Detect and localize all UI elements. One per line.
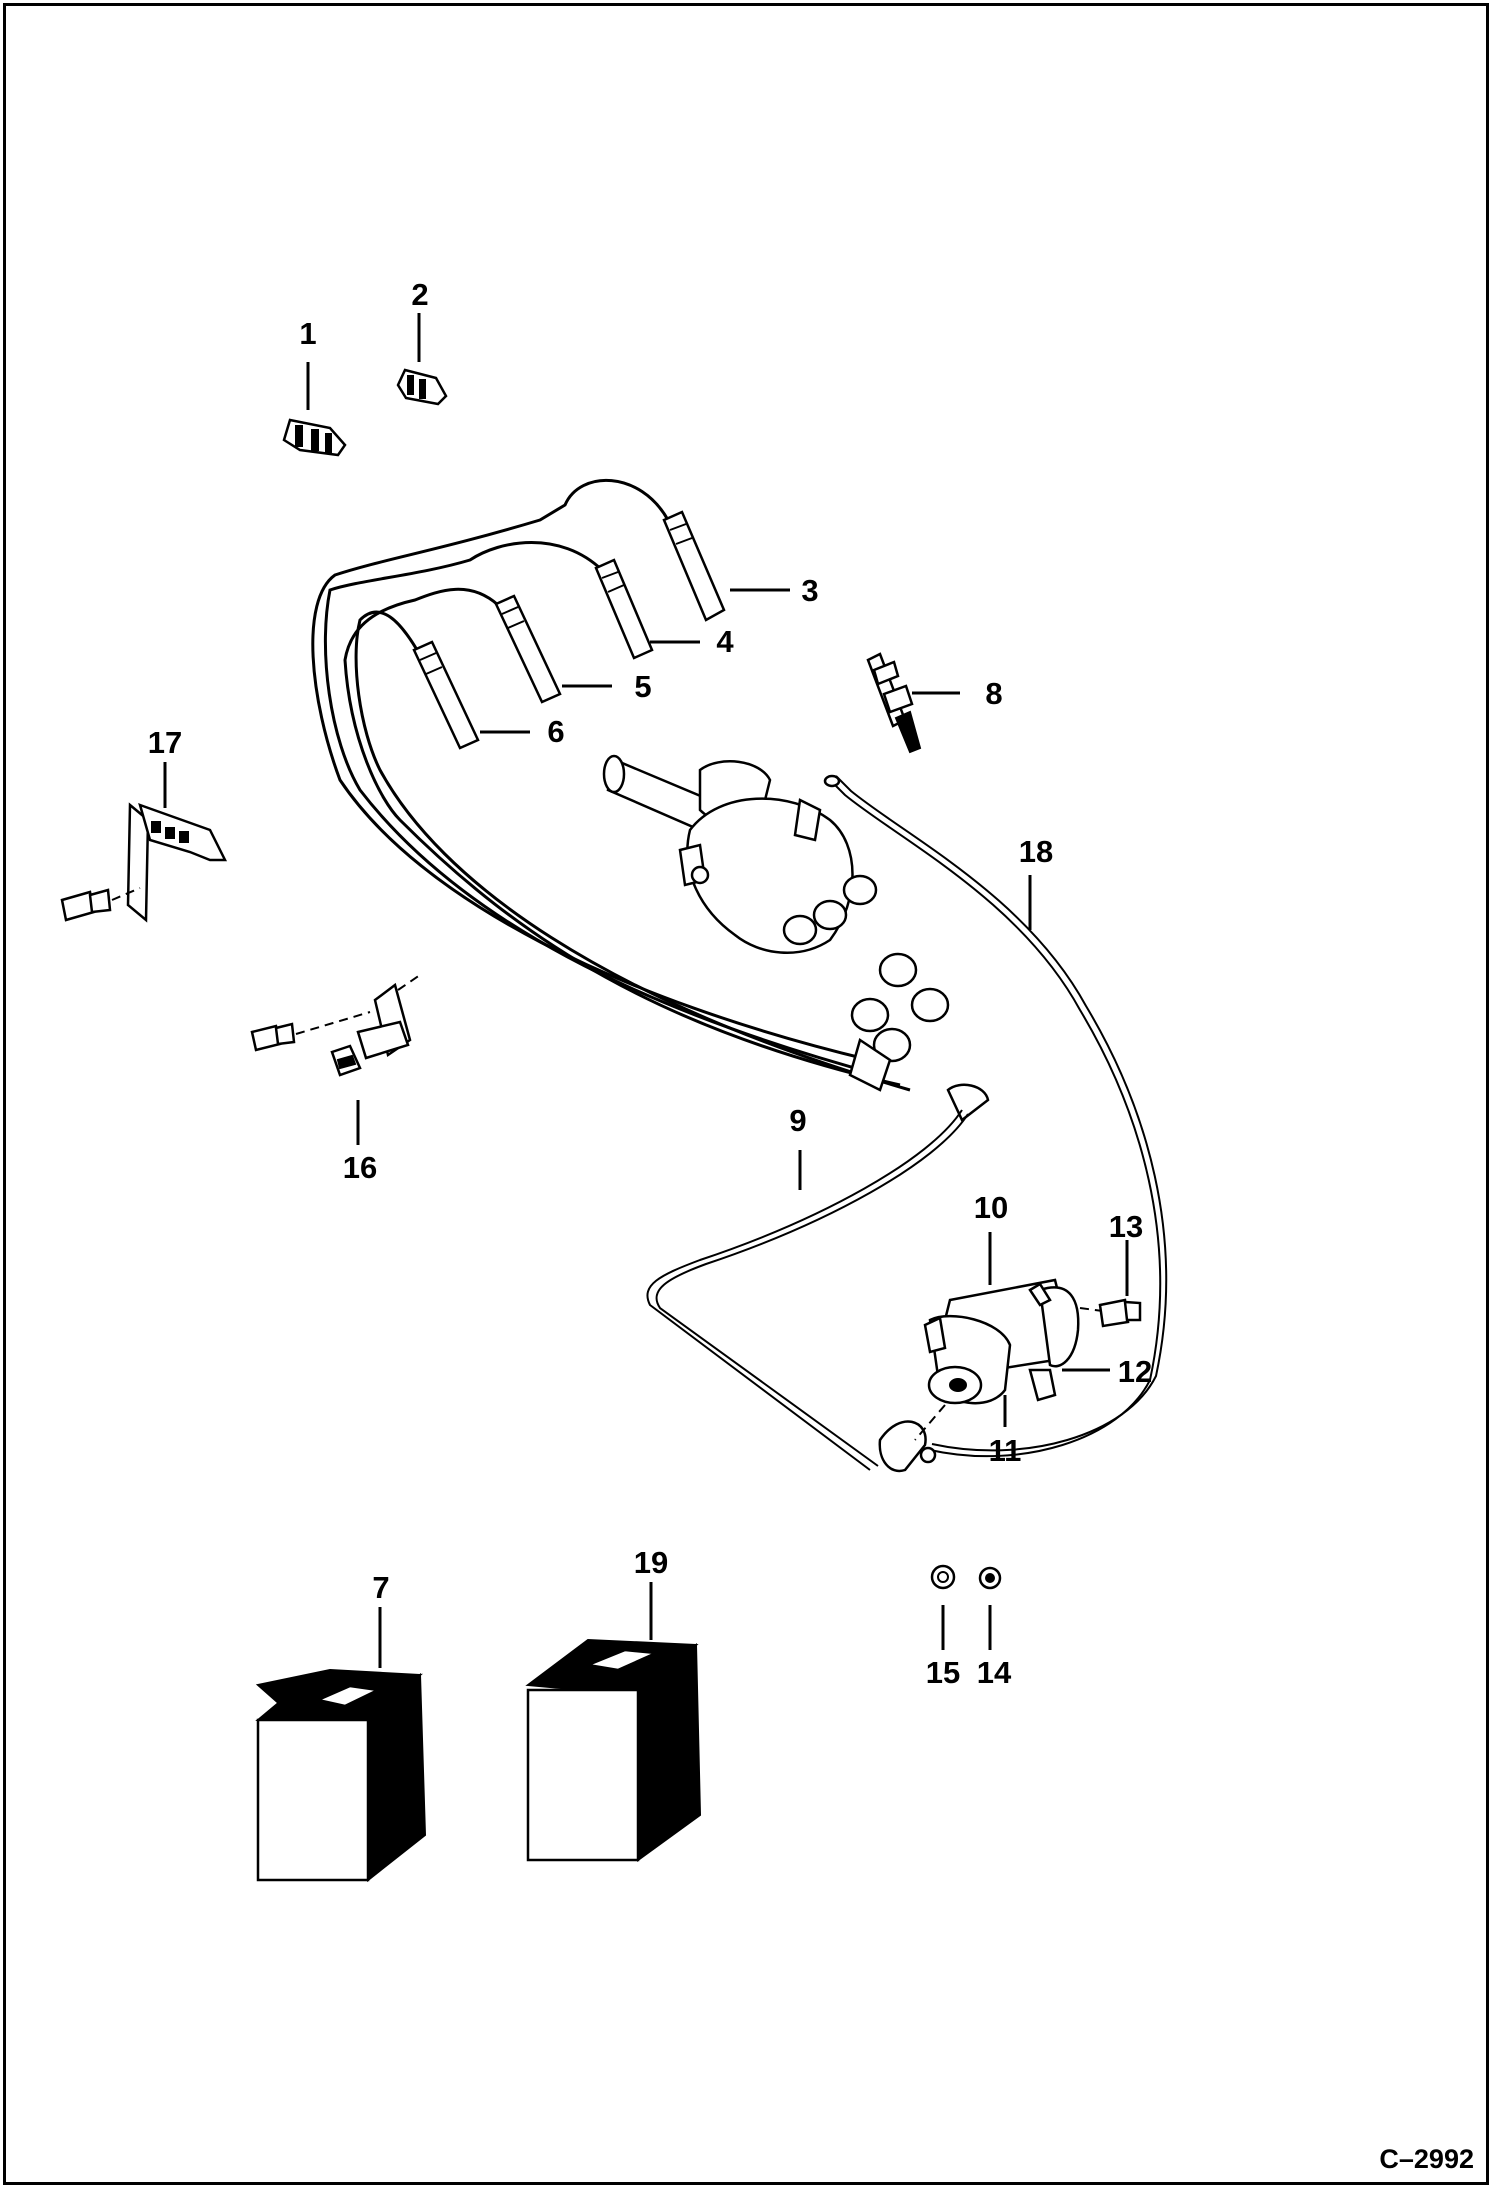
distributor — [602, 754, 878, 954]
drawing-frame — [3, 3, 1489, 2185]
boot-5 — [494, 594, 562, 704]
part-2-connector — [396, 368, 448, 406]
leader-lines — [163, 313, 1129, 1668]
boot-3 — [662, 510, 726, 622]
part-7-carton — [255, 1668, 427, 1883]
callout-4: 4 — [716, 624, 734, 659]
figure-id: C–2992 — [1379, 2144, 1474, 2174]
callout-11: 11 — [989, 1433, 1022, 1468]
part-15-nut — [930, 1564, 956, 1590]
callout-15: 15 — [926, 1655, 960, 1690]
part-19-carton — [525, 1638, 702, 1862]
part-14-washer — [978, 1566, 1002, 1590]
spark-plug-wires — [311, 478, 950, 1092]
distributor-boots — [848, 952, 950, 1092]
callout-2: 2 — [411, 277, 428, 312]
callout-14: 14 — [977, 1655, 1012, 1690]
part-17-bracket — [60, 802, 228, 923]
part-16-bracket — [250, 974, 421, 1077]
callout-10: 10 — [974, 1190, 1008, 1225]
callout-7: 7 — [372, 1570, 389, 1605]
callout-5: 5 — [634, 669, 651, 704]
callout-6: 6 — [547, 714, 564, 749]
part-1-connector — [282, 418, 347, 457]
ignition-coil — [914, 1278, 1111, 1441]
part-9-coil-lead — [646, 1083, 990, 1473]
callout-9: 9 — [789, 1103, 806, 1138]
callout-12: 12 — [1118, 1354, 1152, 1389]
callout-16: 16 — [343, 1150, 377, 1185]
callout-17: 17 — [148, 725, 182, 760]
callout-19: 19 — [634, 1545, 668, 1580]
callout-1: 1 — [299, 316, 316, 351]
callout-13: 13 — [1109, 1209, 1143, 1244]
part-8-spark-plug — [866, 652, 922, 754]
callout-labels: 1 2 3 4 5 6 7 8 9 10 11 12 13 14 15 16 1… — [148, 277, 1152, 1690]
boot-4 — [594, 558, 654, 660]
callout-18: 18 — [1019, 834, 1053, 869]
part-18-coil-wire — [823, 774, 1168, 1458]
boot-6 — [412, 640, 480, 750]
callout-8: 8 — [985, 676, 1002, 711]
coil-terminal-nut — [919, 1446, 937, 1464]
callout-3: 3 — [801, 573, 818, 608]
part-13-bolt — [1098, 1298, 1142, 1328]
